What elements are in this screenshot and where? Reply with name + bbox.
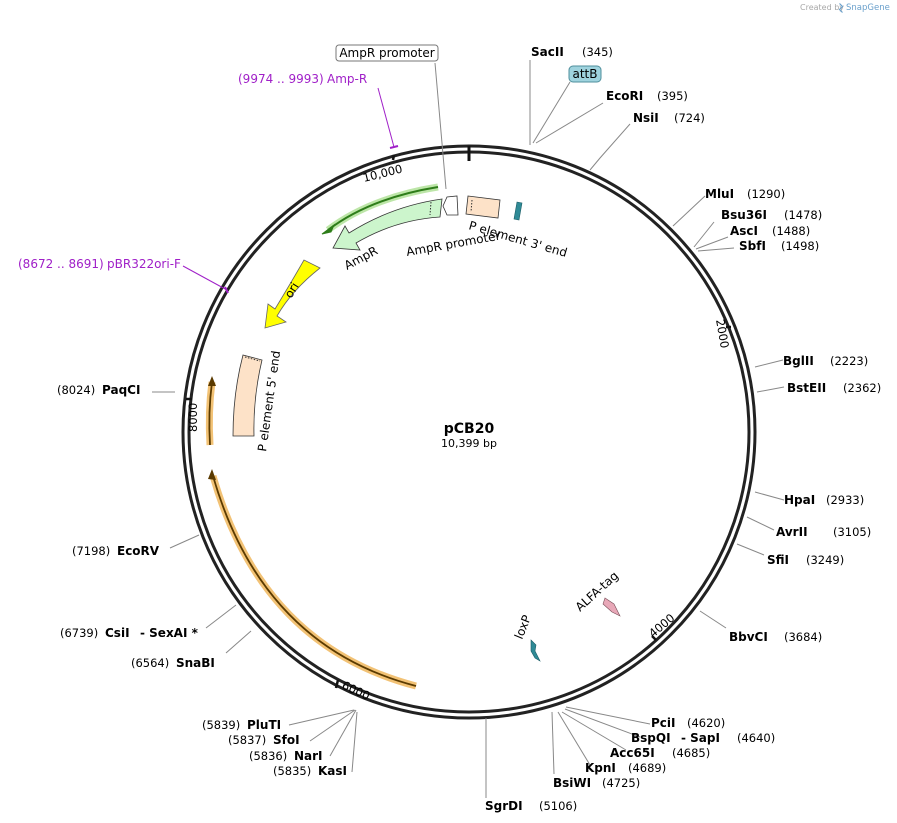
primer-green-line[interactable] bbox=[327, 186, 439, 231]
enzyme-name[interactable]: CsiI bbox=[105, 626, 130, 640]
enzyme-pos: (2223) bbox=[830, 354, 868, 368]
enzyme-pos: (5106) bbox=[539, 799, 577, 813]
ori-f-primer-mark bbox=[224, 286, 229, 294]
enzyme-pos: (4689) bbox=[628, 761, 666, 775]
enzyme-pos: (3105) bbox=[833, 525, 871, 539]
enzyme-name[interactable]: SbfI bbox=[739, 239, 766, 253]
ampr-promoter-box-label: AmpR promoter bbox=[339, 46, 434, 60]
enzyme-pos: (4685) bbox=[672, 746, 710, 760]
tick-4000 bbox=[651, 635, 657, 641]
primer-amp-r-name[interactable]: Amp-R bbox=[327, 72, 367, 86]
enzyme-name[interactable]: BspQI bbox=[631, 731, 671, 745]
enzyme-name[interactable]: PciI bbox=[651, 716, 676, 730]
enzyme-name[interactable]: HpaI bbox=[784, 493, 815, 507]
tick-label-6000: 6000 bbox=[340, 678, 372, 703]
primer-green-head bbox=[321, 223, 336, 235]
ampr-promoter-arrow[interactable] bbox=[442, 195, 459, 216]
enzyme-name[interactable]: PluTI bbox=[247, 718, 281, 732]
enzyme-pos: (3684) bbox=[784, 630, 822, 644]
loxp-feature[interactable] bbox=[530, 639, 541, 662]
amp-r-primer-mark bbox=[389, 145, 399, 149]
enzyme-name[interactable]: KpnI bbox=[585, 761, 616, 775]
enzyme-name[interactable]: NarI bbox=[294, 749, 323, 763]
enzyme-name[interactable]: SnaBI bbox=[176, 656, 215, 670]
plasmid-name: pCB20 bbox=[444, 421, 495, 437]
enzyme-name[interactable]: SacII bbox=[531, 45, 564, 59]
enzyme-pos: (5835) bbox=[273, 764, 311, 778]
enzyme-pos: (6564) bbox=[131, 656, 169, 670]
callout-lines bbox=[152, 60, 785, 798]
enzyme-name[interactable]: Acc65I bbox=[610, 746, 655, 760]
enzyme-pos: (5836) bbox=[249, 749, 287, 763]
attb-box-label: attB bbox=[573, 67, 598, 81]
plasmid-size: 10,399 bp bbox=[441, 437, 497, 450]
primer-orange1-line[interactable] bbox=[208, 381, 213, 446]
enzyme-pos: (8024) bbox=[57, 383, 95, 397]
enzyme-pos: (7198) bbox=[72, 544, 110, 558]
primer-amp-r-range: (9974 .. 9993) bbox=[238, 72, 324, 86]
tick-10000 bbox=[391, 154, 396, 161]
enzyme-pos: (1498) bbox=[781, 239, 819, 253]
enzyme-pos: (4640) bbox=[737, 731, 775, 745]
enzyme-name[interactable]: AvrII bbox=[776, 525, 808, 539]
enzyme-name[interactable]: EcoRV bbox=[117, 544, 160, 558]
primer-orange2-line[interactable] bbox=[212, 475, 417, 687]
tick-6000 bbox=[334, 679, 340, 689]
primer-ori-f-name[interactable]: pBR322ori-F bbox=[107, 257, 181, 271]
enzyme-name[interactable]: PaqCI bbox=[102, 383, 140, 397]
enzyme-name-alt[interactable]: - SexAI * bbox=[140, 626, 199, 640]
enzyme-name[interactable]: KasI bbox=[318, 764, 347, 778]
enzyme-name[interactable]: BbvCI bbox=[729, 630, 768, 644]
enzyme-pos: (3249) bbox=[806, 553, 844, 567]
enzyme-pos: (4620) bbox=[687, 716, 725, 730]
enzyme-pos: (2933) bbox=[826, 493, 864, 507]
enzyme-name[interactable]: BsiWI bbox=[553, 776, 591, 790]
enzyme-name[interactable]: EcoRI bbox=[606, 89, 643, 103]
alfa-tag-feature[interactable] bbox=[602, 597, 621, 617]
ampr-promoter-box[interactable] bbox=[335, 44, 439, 62]
attb-box[interactable] bbox=[568, 65, 602, 83]
p-element-5-end[interactable] bbox=[232, 354, 263, 437]
enzyme-pos: (2362) bbox=[843, 381, 881, 395]
primer-orange2-head bbox=[208, 469, 216, 480]
credit-brand: SnapGene bbox=[846, 3, 890, 13]
enzyme-name[interactable]: NsiI bbox=[633, 111, 659, 125]
enzyme-name[interactable]: SgrDI bbox=[485, 799, 523, 813]
loxp-label: loxP bbox=[512, 613, 534, 641]
tick-label-8000: 8000 bbox=[186, 403, 200, 432]
enzyme-pos: (1488) bbox=[772, 224, 810, 238]
enzyme-name[interactable]: AscI bbox=[730, 224, 758, 238]
primer-orange1-head bbox=[208, 376, 216, 386]
enzyme-pos: (724) bbox=[674, 111, 705, 125]
enzyme-pos: (5837) bbox=[228, 733, 266, 747]
enzyme-name[interactable]: MluI bbox=[705, 187, 734, 201]
enzyme-pos: (1478) bbox=[784, 208, 822, 222]
snapgene-logo-icon bbox=[838, 3, 844, 13]
attb-feature[interactable] bbox=[513, 201, 523, 221]
enzyme-pos: (345) bbox=[582, 45, 613, 59]
enzyme-pos: (4725) bbox=[602, 776, 640, 790]
ampr-arrow[interactable] bbox=[332, 198, 443, 251]
enzyme-name-alt[interactable]: - SapI bbox=[681, 731, 720, 745]
primer-ori-f-range: (8672 .. 8691) bbox=[18, 257, 104, 271]
enzyme-name[interactable]: SfiI bbox=[767, 553, 789, 567]
credit-prefix: Created by bbox=[800, 3, 844, 12]
enzyme-name[interactable]: SfoI bbox=[273, 733, 300, 747]
enzyme-pos: (395) bbox=[657, 89, 688, 103]
enzyme-name[interactable]: BglII bbox=[783, 354, 814, 368]
enzyme-name[interactable]: Bsu36I bbox=[721, 208, 767, 222]
enzyme-pos: (1290) bbox=[747, 187, 785, 201]
ori-arrow[interactable] bbox=[264, 259, 321, 329]
backbone bbox=[181, 144, 757, 720]
enzyme-name[interactable]: BstEII bbox=[787, 381, 826, 395]
enzyme-pos: (5839) bbox=[202, 718, 240, 732]
features: AmpR AmpR promoter P element 3' end ori … bbox=[232, 195, 621, 662]
enzyme-pos: (6739) bbox=[60, 626, 98, 640]
p-element-3-end[interactable] bbox=[465, 195, 501, 219]
tick-label-2000: 2000 bbox=[713, 318, 732, 349]
primer-arrows bbox=[205, 183, 439, 690]
primer-orange2-glow bbox=[209, 475, 417, 690]
enzyme-labels: SacII (345) EcoRI (395) NsiI (724) MluI … bbox=[57, 45, 881, 813]
